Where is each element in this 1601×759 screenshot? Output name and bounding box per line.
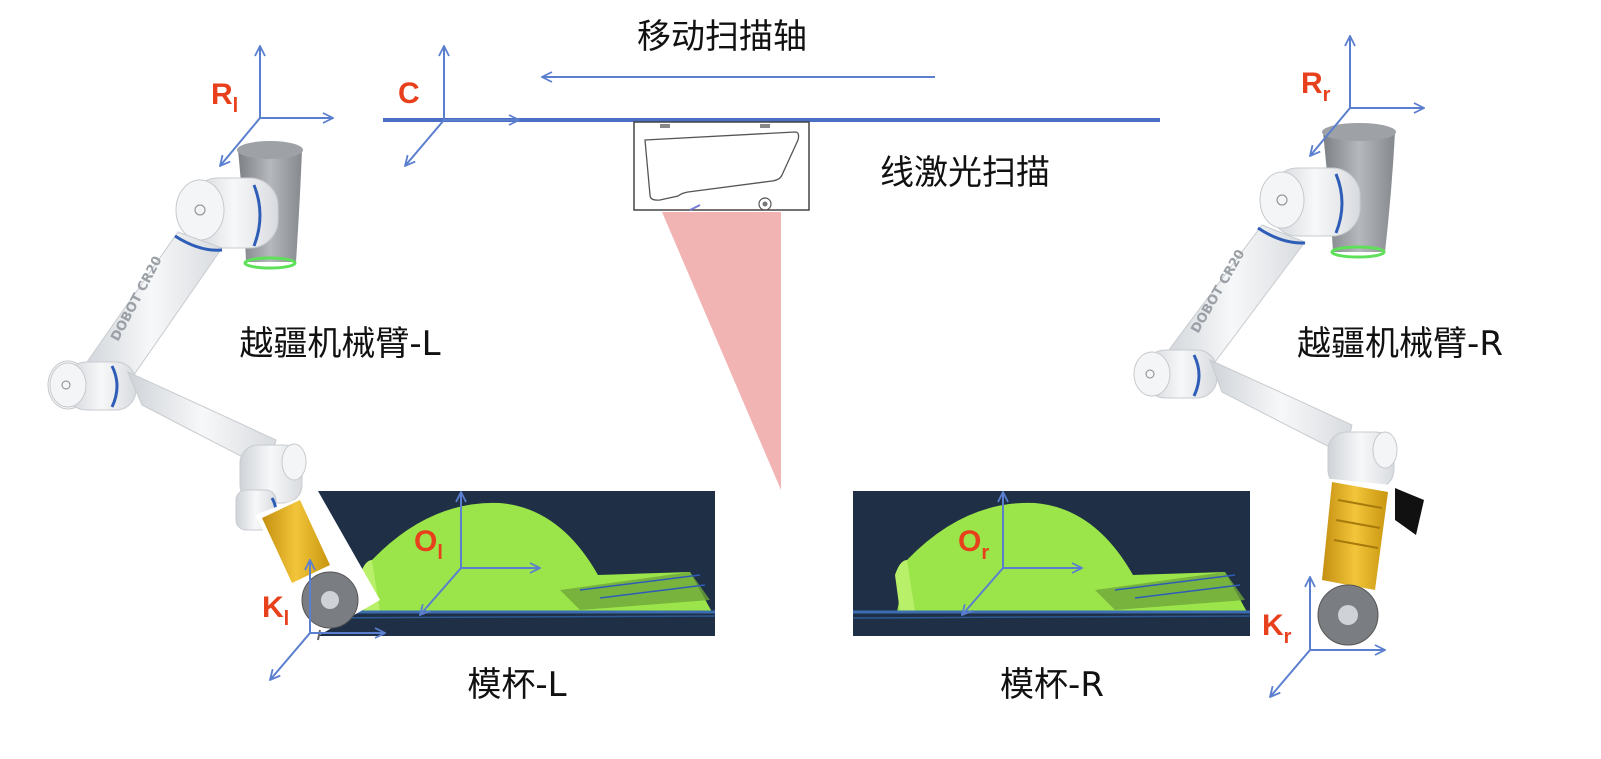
camera-frame-axes: [405, 46, 519, 166]
arm-right-label: 越疆机械臂-R: [1297, 324, 1503, 364]
laser-scanner-icon: [633, 121, 810, 211]
object-left-frame-axes: [420, 492, 540, 615]
mold-right-label: 模杯-R: [1000, 665, 1104, 705]
camera-frame-label: C: [398, 77, 420, 110]
robot-left-frame-label: Rl: [211, 78, 238, 117]
mold-left-label: 模杯-L: [467, 665, 566, 705]
knife-right-frame-label: Kr: [1262, 609, 1292, 648]
knife-left-frame-axes: [270, 560, 385, 680]
robot-right-frame-axes: [1310, 36, 1424, 156]
knife-right-frame-axes: [1270, 577, 1385, 697]
object-left-frame-label: Ol: [414, 525, 443, 564]
scan-axis-label: 移动扫描轴: [637, 17, 807, 57]
knife-left-frame-label: Kl: [262, 591, 289, 630]
robot-arm-right: DOBOT CR20: [1133, 123, 1398, 489]
object-right-frame-label: Or: [958, 525, 989, 564]
scan-panel-left: [317, 491, 716, 636]
circular-cutter-icon: [1305, 478, 1424, 660]
object-right-frame-axes: [962, 492, 1082, 615]
line-laser-scan-label: 线激光扫描: [880, 153, 1050, 193]
arm-left-label: 越疆机械臂-L: [239, 324, 440, 364]
laser-beam: [662, 212, 781, 490]
robot-left-frame-axes: [220, 46, 333, 166]
robot-right-frame-label: Rr: [1301, 67, 1331, 106]
scan-panel-right: [852, 491, 1251, 636]
